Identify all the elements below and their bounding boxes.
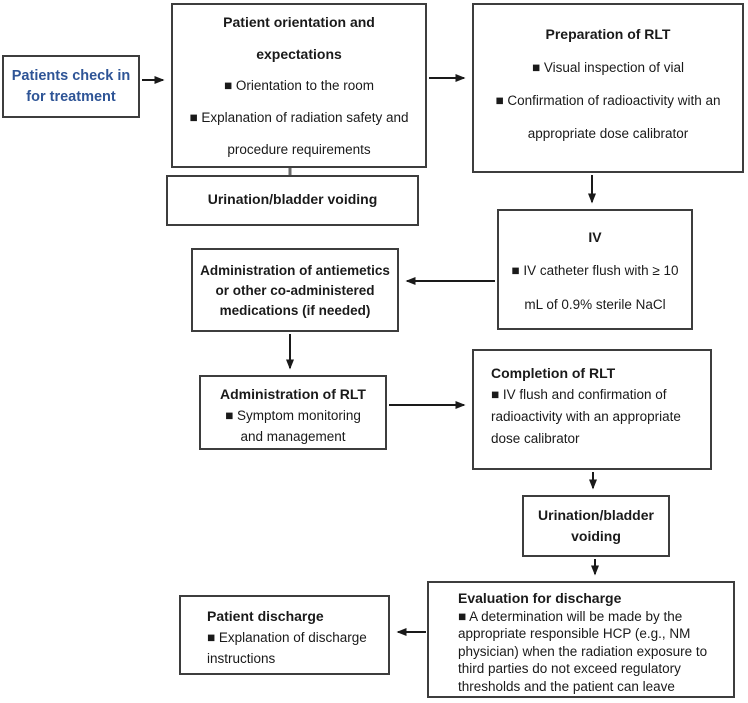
box-title: Patient orientation and [223, 14, 375, 30]
box-title: Urination/bladder [538, 507, 654, 523]
bullet-item: ■ Visual inspection of vial [532, 60, 684, 75]
box-urination-bladder-voiding-2: Urination/bladder voiding [522, 495, 670, 557]
box-text-line: Patients check in [11, 67, 131, 84]
bullet-item: ■ Explanation of discharge [207, 630, 367, 645]
box-title: Patient discharge [207, 608, 324, 624]
box-title: or other co-administered [215, 283, 375, 298]
box-urination-bladder-voiding-1: Urination/bladder voiding [166, 175, 419, 226]
box-patients-check-in: Patients check in for treatment [2, 55, 140, 118]
bullet-item-continuation: radioactivity with an appropriate [491, 409, 681, 424]
box-title: expectations [256, 46, 342, 62]
box-patient-orientation: Patient orientation and expectations ■ O… [171, 3, 427, 168]
box-title: Urination/bladder voiding [207, 190, 378, 207]
bullet-item-continuation: procedure requirements [227, 142, 371, 157]
box-preparation-of-rlt: Preparation of RLT ■ Visual inspection o… [472, 3, 744, 173]
box-title: medications (if needed) [219, 303, 371, 318]
box-title: Evaluation for discharge [458, 590, 622, 606]
box-title: voiding [571, 528, 621, 544]
bullet-item-continuation: appropriate responsible HCP (e.g., NM [458, 626, 691, 641]
bullet-item-continuation: dose calibrator [491, 431, 580, 446]
box-completion-of-rlt: Completion of RLT ■ IV flush and confirm… [472, 349, 712, 470]
box-title: Administration of antiemetics [200, 263, 390, 278]
box-title: IV [588, 229, 602, 245]
box-patient-discharge: Patient discharge ■ Explanation of disch… [179, 595, 390, 675]
box-text-line: for treatment [26, 88, 116, 105]
bullet-item-continuation: appropriate dose calibrator [527, 126, 689, 141]
box-administration-of-antiemetics: Administration of antiemetics or other c… [191, 248, 399, 332]
box-evaluation-for-discharge: Evaluation for discharge ■ A determinati… [427, 581, 735, 698]
box-iv: IV ■ IV catheter flush with ≥ 10 mL of 0… [497, 209, 693, 330]
bullet-item-continuation: physician) when the radiation exposure t… [458, 643, 708, 659]
bullet-item: ■ Confirmation of radioactivity with an [495, 93, 721, 108]
bullet-item-continuation: mL of 0.9% sterile NaCl [524, 297, 666, 312]
bullet-item: ■ A determination will be made by the [458, 608, 683, 624]
bullet-item-continuation: third parties do not exceed regulatory [458, 661, 681, 676]
bullet-item-continuation: and management [240, 429, 346, 444]
bullet-item-continuation: instructions [207, 651, 276, 666]
bullet-item-continuation: thresholds and the patient can leave [458, 678, 675, 694]
bullet-item: ■ Symptom monitoring [225, 408, 361, 423]
box-title: Completion of RLT [491, 365, 616, 381]
box-administration-of-rlt: Administration of RLT ■ Symptom monitori… [199, 375, 387, 450]
bullet-item: ■ IV flush and confirmation of [491, 387, 667, 402]
bullet-item: ■ Orientation to the room [224, 78, 374, 93]
bullet-item: ■ IV catheter flush with ≥ 10 [511, 263, 679, 278]
box-title: Preparation of RLT [545, 26, 671, 42]
bullet-item: ■ Explanation of radiation safety and [189, 110, 409, 125]
box-title: Administration of RLT [220, 386, 366, 402]
